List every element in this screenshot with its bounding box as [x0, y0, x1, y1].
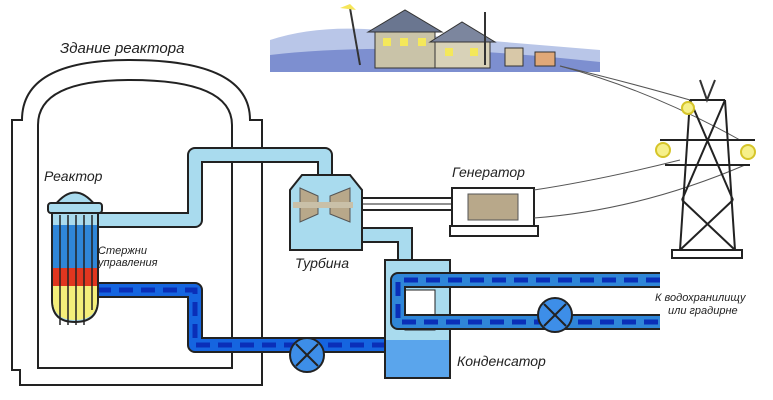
outlet-label-line2: или градирне	[668, 305, 738, 317]
generator	[449, 159, 746, 237]
reactor-vessel	[47, 191, 103, 325]
turbine	[289, 174, 363, 251]
turbine-label: Турбина	[295, 255, 350, 271]
village-illustration	[270, 4, 741, 141]
building-label: Здание реактора	[60, 40, 185, 57]
generator-label: Генератор	[452, 164, 525, 180]
condenser-label: Конденсатор	[457, 353, 546, 369]
transmission-tower	[655, 79, 756, 259]
cooling-pump	[537, 297, 573, 333]
outlet-label-line1: К водохранилищу	[655, 292, 746, 304]
control-rods-label: Стержни управления	[98, 245, 158, 269]
feedwater-pump	[289, 337, 325, 373]
turbine-shaft	[354, 197, 466, 211]
cooling-water-loop	[390, 272, 660, 330]
reactor-label: Реактор	[44, 168, 103, 184]
